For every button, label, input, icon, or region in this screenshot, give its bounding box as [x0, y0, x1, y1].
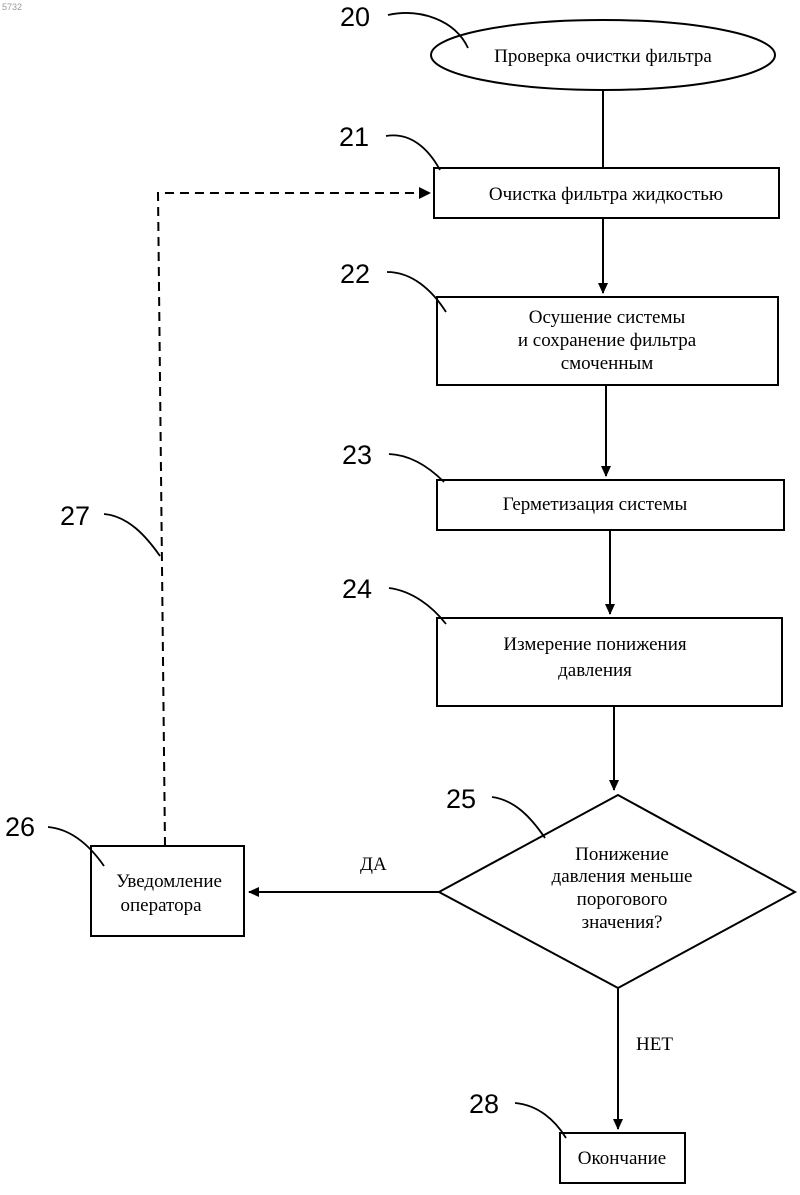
leader-line-23: [389, 454, 444, 482]
leader-line-28: [515, 1103, 566, 1138]
dry-system-line-3: смоченным: [561, 353, 654, 374]
ref-numeral-25: 25: [446, 784, 476, 814]
seal-system-label: Герметизация системы: [503, 494, 688, 515]
clean-filter-label: Очистка фильтра жидкостью: [489, 184, 723, 205]
no-edge-label: НЕТ: [636, 1034, 673, 1055]
watermark-text: 5732: [2, 2, 22, 12]
leader-line-25: [492, 797, 545, 838]
ref-numeral-20: 20: [340, 2, 370, 32]
ref-numeral-21: 21: [339, 122, 369, 152]
ref-numeral-24: 24: [342, 574, 372, 604]
decision-line-4: значения?: [582, 912, 663, 933]
dry-system-line-2: и сохранение фильтра: [518, 330, 697, 351]
end-label: Окончание: [578, 1148, 666, 1169]
ref-numeral-26: 26: [5, 812, 35, 842]
decision-line-2: давления меньше: [552, 866, 693, 887]
ref-numeral-28: 28: [469, 1089, 499, 1119]
decision-line-3: порогового: [577, 889, 668, 910]
measure-pressure-line-2: давления: [558, 660, 632, 681]
notify-operator-line-2: оператора: [120, 895, 202, 916]
notify-operator-line-1: Уведомление: [116, 871, 222, 892]
decision-line-1: Понижение: [575, 844, 669, 865]
measure-pressure-line-1: Измерение понижения: [503, 634, 687, 655]
dashed-feedback-loop: [158, 193, 422, 846]
ref-numeral-23: 23: [342, 440, 372, 470]
start-label: Проверка очистки фильтра: [494, 46, 712, 67]
ref-numeral-22: 22: [340, 259, 370, 289]
dry-system-line-1: Осушение системы: [529, 307, 686, 328]
leader-line-21: [386, 135, 440, 170]
leader-line-27: [104, 514, 160, 556]
ref-numeral-27: 27: [60, 501, 90, 531]
yes-edge-label: ДА: [360, 854, 387, 875]
dashed-feedback-arrowhead: [419, 187, 431, 199]
